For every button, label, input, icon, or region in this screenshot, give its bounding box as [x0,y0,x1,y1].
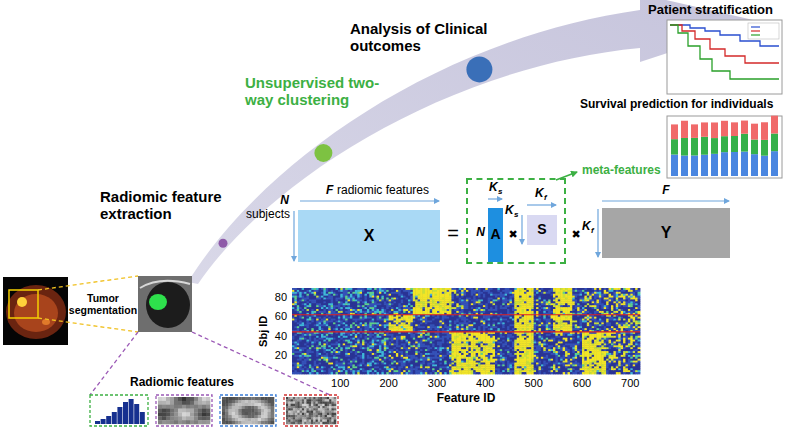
heatmap-cell [367,372,370,374]
bar-segment [711,138,718,154]
heatmap-cell [302,372,305,374]
bar-segment [721,121,728,136]
heatmap-cell [311,372,314,374]
heatmap-cell [360,372,363,374]
heatmap [292,288,640,374]
heatmap-cell [377,372,380,374]
bar-segment [751,154,758,176]
heatmap-cell [294,372,297,374]
heatmap-cell [307,372,310,374]
heatmap-cell [384,372,387,374]
bar-segment [721,136,728,152]
heatmap-cell [292,372,295,374]
heatmap-cell [323,372,326,374]
heatmap-cell [394,372,397,374]
stage-dot [314,144,332,162]
bar-segment [701,122,708,136]
heatmap-cell [338,372,341,374]
stage-dot [219,239,228,248]
stage-dot [466,56,492,82]
heatmap-cell [365,372,368,374]
bar-segment [711,154,718,176]
bar-segment [671,124,678,139]
heatmap-cell [340,372,343,374]
bar-segment [721,152,728,176]
heatmap-cell [319,372,322,374]
heatmap-cell [304,372,307,374]
bar-segment [771,134,778,152]
heatmap-cell [389,372,392,374]
stacked-bars [671,116,778,176]
bar-segment [701,155,708,176]
bar-segment [741,121,748,134]
heatmap-cell [336,372,339,374]
bar-segment [691,124,698,138]
heatmap-cell [328,372,331,374]
bar-segment [761,122,768,140]
bar-segment [741,134,748,152]
bar-segment [751,124,758,140]
bar-segment [711,122,718,138]
bar-segment [771,151,778,176]
bar-segment [671,139,678,154]
heatmap-cell [372,372,375,374]
heatmap-cell [348,372,351,374]
bar-segment [751,140,758,155]
heatmap-cell [331,372,334,374]
bar-segment [771,116,778,134]
bar-segment [731,122,738,136]
heatmap-cell [357,372,360,374]
heatmap-cell [386,372,389,374]
heatmap-cell [326,372,329,374]
bar-segment [731,136,738,152]
bar-segment [761,156,768,176]
heatmap-cell [374,372,377,374]
bar-segment [761,140,768,156]
heatmap-cell [309,372,312,374]
bar-segment [681,138,688,156]
heatmap-cell [369,372,372,374]
heatmap-cell [379,372,382,374]
heatmap-cell [333,372,336,374]
heatmap-cell [352,372,355,374]
heatmap-cell [343,372,346,374]
heatmap-cell [321,372,324,374]
heatmap-cell [297,372,300,374]
heatmap-cell [362,372,365,374]
bar-segment [681,156,688,176]
heatmap-cell [355,372,358,374]
heatmap-cell [316,372,319,374]
heatmap-cell [350,372,353,374]
bar-segment [741,152,748,176]
bar-segment [681,121,688,138]
bar-segment [691,138,698,156]
heatmap-cell [345,372,348,374]
bar-segment [731,152,738,176]
heatmap-cell [391,372,394,374]
bar-segment [701,137,708,155]
bar-segment [671,155,678,176]
heatmap-cell [299,372,302,374]
heatmap-cell [314,372,317,374]
heatmap-cell [381,372,384,374]
bar-segment [691,155,698,176]
